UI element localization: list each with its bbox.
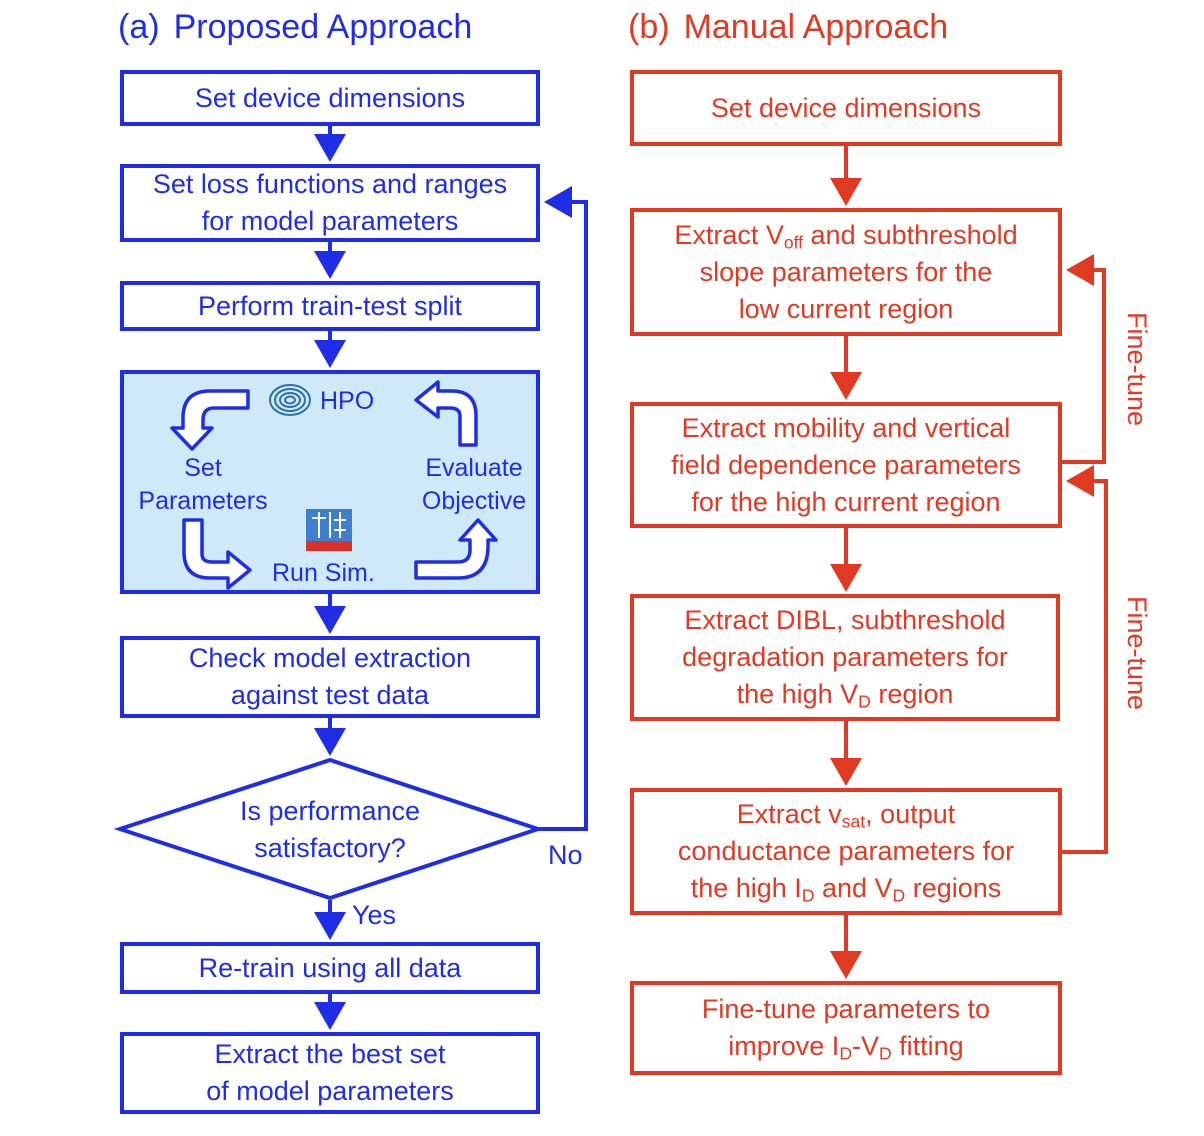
step-text-line-2: conductance parameters for (677, 836, 1015, 866)
step-text-line-3: the high ID and VD regions (678, 870, 1014, 907)
fine-tune-label-2: Fine-tune (1122, 595, 1152, 711)
step-text-line-1: Set loss functions and ranges (152, 169, 508, 199)
step-text-line-2: field dependence parameters (671, 449, 1021, 480)
text-run: -V (851, 1031, 879, 1061)
evaluate-objective-line-2: Objective (421, 487, 527, 515)
subscript-d: D (892, 885, 906, 906)
step-text: Set device dimensions (194, 82, 466, 113)
step-text-line-1: Extract the best set (214, 1039, 446, 1069)
step-text-line-3: low current region (738, 293, 954, 324)
step-text-line-1: Check model extraction (188, 643, 472, 673)
arrow-fine-tune-loop-2 (1062, 465, 1108, 854)
subscript-d: D (801, 885, 815, 906)
text-run: improve I (728, 1031, 840, 1061)
step-train-test-split: Perform train-test split (120, 281, 540, 331)
step-text-line-2: of model parameters (206, 1076, 454, 1106)
edge-label-no: No (548, 840, 583, 870)
step-text-line-2: against test data (230, 680, 430, 710)
step-text-line-2: degradation parameters for (682, 642, 1008, 672)
step-text: Set device dimensions (710, 92, 982, 123)
panel-b-title: (b) Manual Approach (628, 8, 948, 47)
step-check-model-extraction: Check model extraction against test data (120, 636, 540, 718)
evaluate-objective-line-1: Evaluate (425, 454, 523, 482)
text-run: Extract v (736, 799, 842, 829)
fine-tune-label-1: Fine-tune (1122, 311, 1152, 427)
step-extract-best-parameters: Extract the best set of model parameters (120, 1032, 540, 1114)
step-text-line-1: Extract vsat, output (678, 796, 1014, 833)
text-run: fitting (891, 1031, 964, 1061)
step-set-loss-functions: Set loss functions and ranges for model … (120, 164, 540, 242)
subscript-sat: sat (841, 811, 866, 832)
text-run: the high I (690, 873, 802, 903)
step-text-line-2: slope parameters for the (699, 256, 993, 287)
set-parameters-line-1: Set (184, 454, 222, 482)
text-run: Extract V (674, 219, 784, 250)
step-extract-dibl: Extract DIBL, subthreshold degradation p… (630, 594, 1060, 721)
edge-label-yes: Yes (352, 900, 397, 930)
text-run: , output (865, 799, 956, 829)
decision-diamond (113, 757, 545, 901)
panel-a-title-text: Proposed Approach (173, 8, 473, 46)
text-run: and subthreshold (803, 219, 1018, 250)
step-text: Re-train using all data (198, 952, 462, 983)
run-sim-label: Run Sim. (272, 559, 375, 587)
panel-b-tag: (b) (628, 8, 670, 46)
step-extract-mobility: Extract mobility and vertical field depe… (630, 402, 1062, 528)
step-fine-tune-parameters: Fine-tune parameters to improve ID-VD fi… (630, 981, 1062, 1075)
text-run: and V (814, 873, 893, 903)
step-text-line-1: Fine-tune parameters to (701, 994, 991, 1024)
step-text-line-1: Extract DIBL, subthreshold (684, 605, 1006, 635)
subscript-off: off (783, 231, 804, 252)
step-extract-vsat: Extract vsat, output conductance paramet… (630, 788, 1062, 915)
step-text-line-1: Extract Voff and subthreshold (674, 217, 1017, 254)
arrow-fine-tune-loop-1 (1062, 254, 1106, 464)
step-text-line-2: improve ID-VD fitting (702, 1028, 990, 1065)
step-set-device-dimensions-b: Set device dimensions (630, 70, 1062, 146)
step-extract-voff: Extract Voff and subthreshold slope para… (630, 208, 1062, 336)
step-text-line-1: Extract mobility and vertical (681, 412, 1011, 443)
step-text-line-2: for model parameters (201, 206, 459, 236)
set-parameters-line-2: Parameters (138, 487, 268, 515)
step-retrain-all-data: Re-train using all data (120, 942, 540, 994)
decision-line-2: satisfactory? (254, 833, 406, 863)
evaluate-objective-label: Evaluate Objective (412, 452, 536, 518)
step-text: Perform train-test split (197, 290, 463, 321)
step-text-line-3: the high VD region (682, 676, 1008, 713)
subscript-d: D (858, 691, 871, 712)
text-run: regions (905, 873, 1002, 903)
arrow-no-loop (538, 186, 588, 831)
decision-line-1: Is performance (239, 796, 421, 826)
step-text-line-3: for the high current region (691, 486, 1001, 517)
panel-b-title-text: Manual Approach (683, 8, 949, 46)
subscript-d: D (839, 1043, 852, 1064)
step-set-device-dimensions-a: Set device dimensions (120, 70, 540, 126)
panel-a-tag: (a) (118, 8, 160, 46)
decision-text: Is performance satisfactory? (190, 792, 470, 868)
panel-a-title: (a) Proposed Approach (118, 8, 472, 47)
set-parameters-label: Set Parameters (128, 452, 278, 518)
subscript-d: D (878, 1043, 892, 1064)
hpo-label: HPO (320, 387, 375, 415)
text-run: region (870, 679, 954, 709)
text-run: the high V (736, 679, 859, 709)
